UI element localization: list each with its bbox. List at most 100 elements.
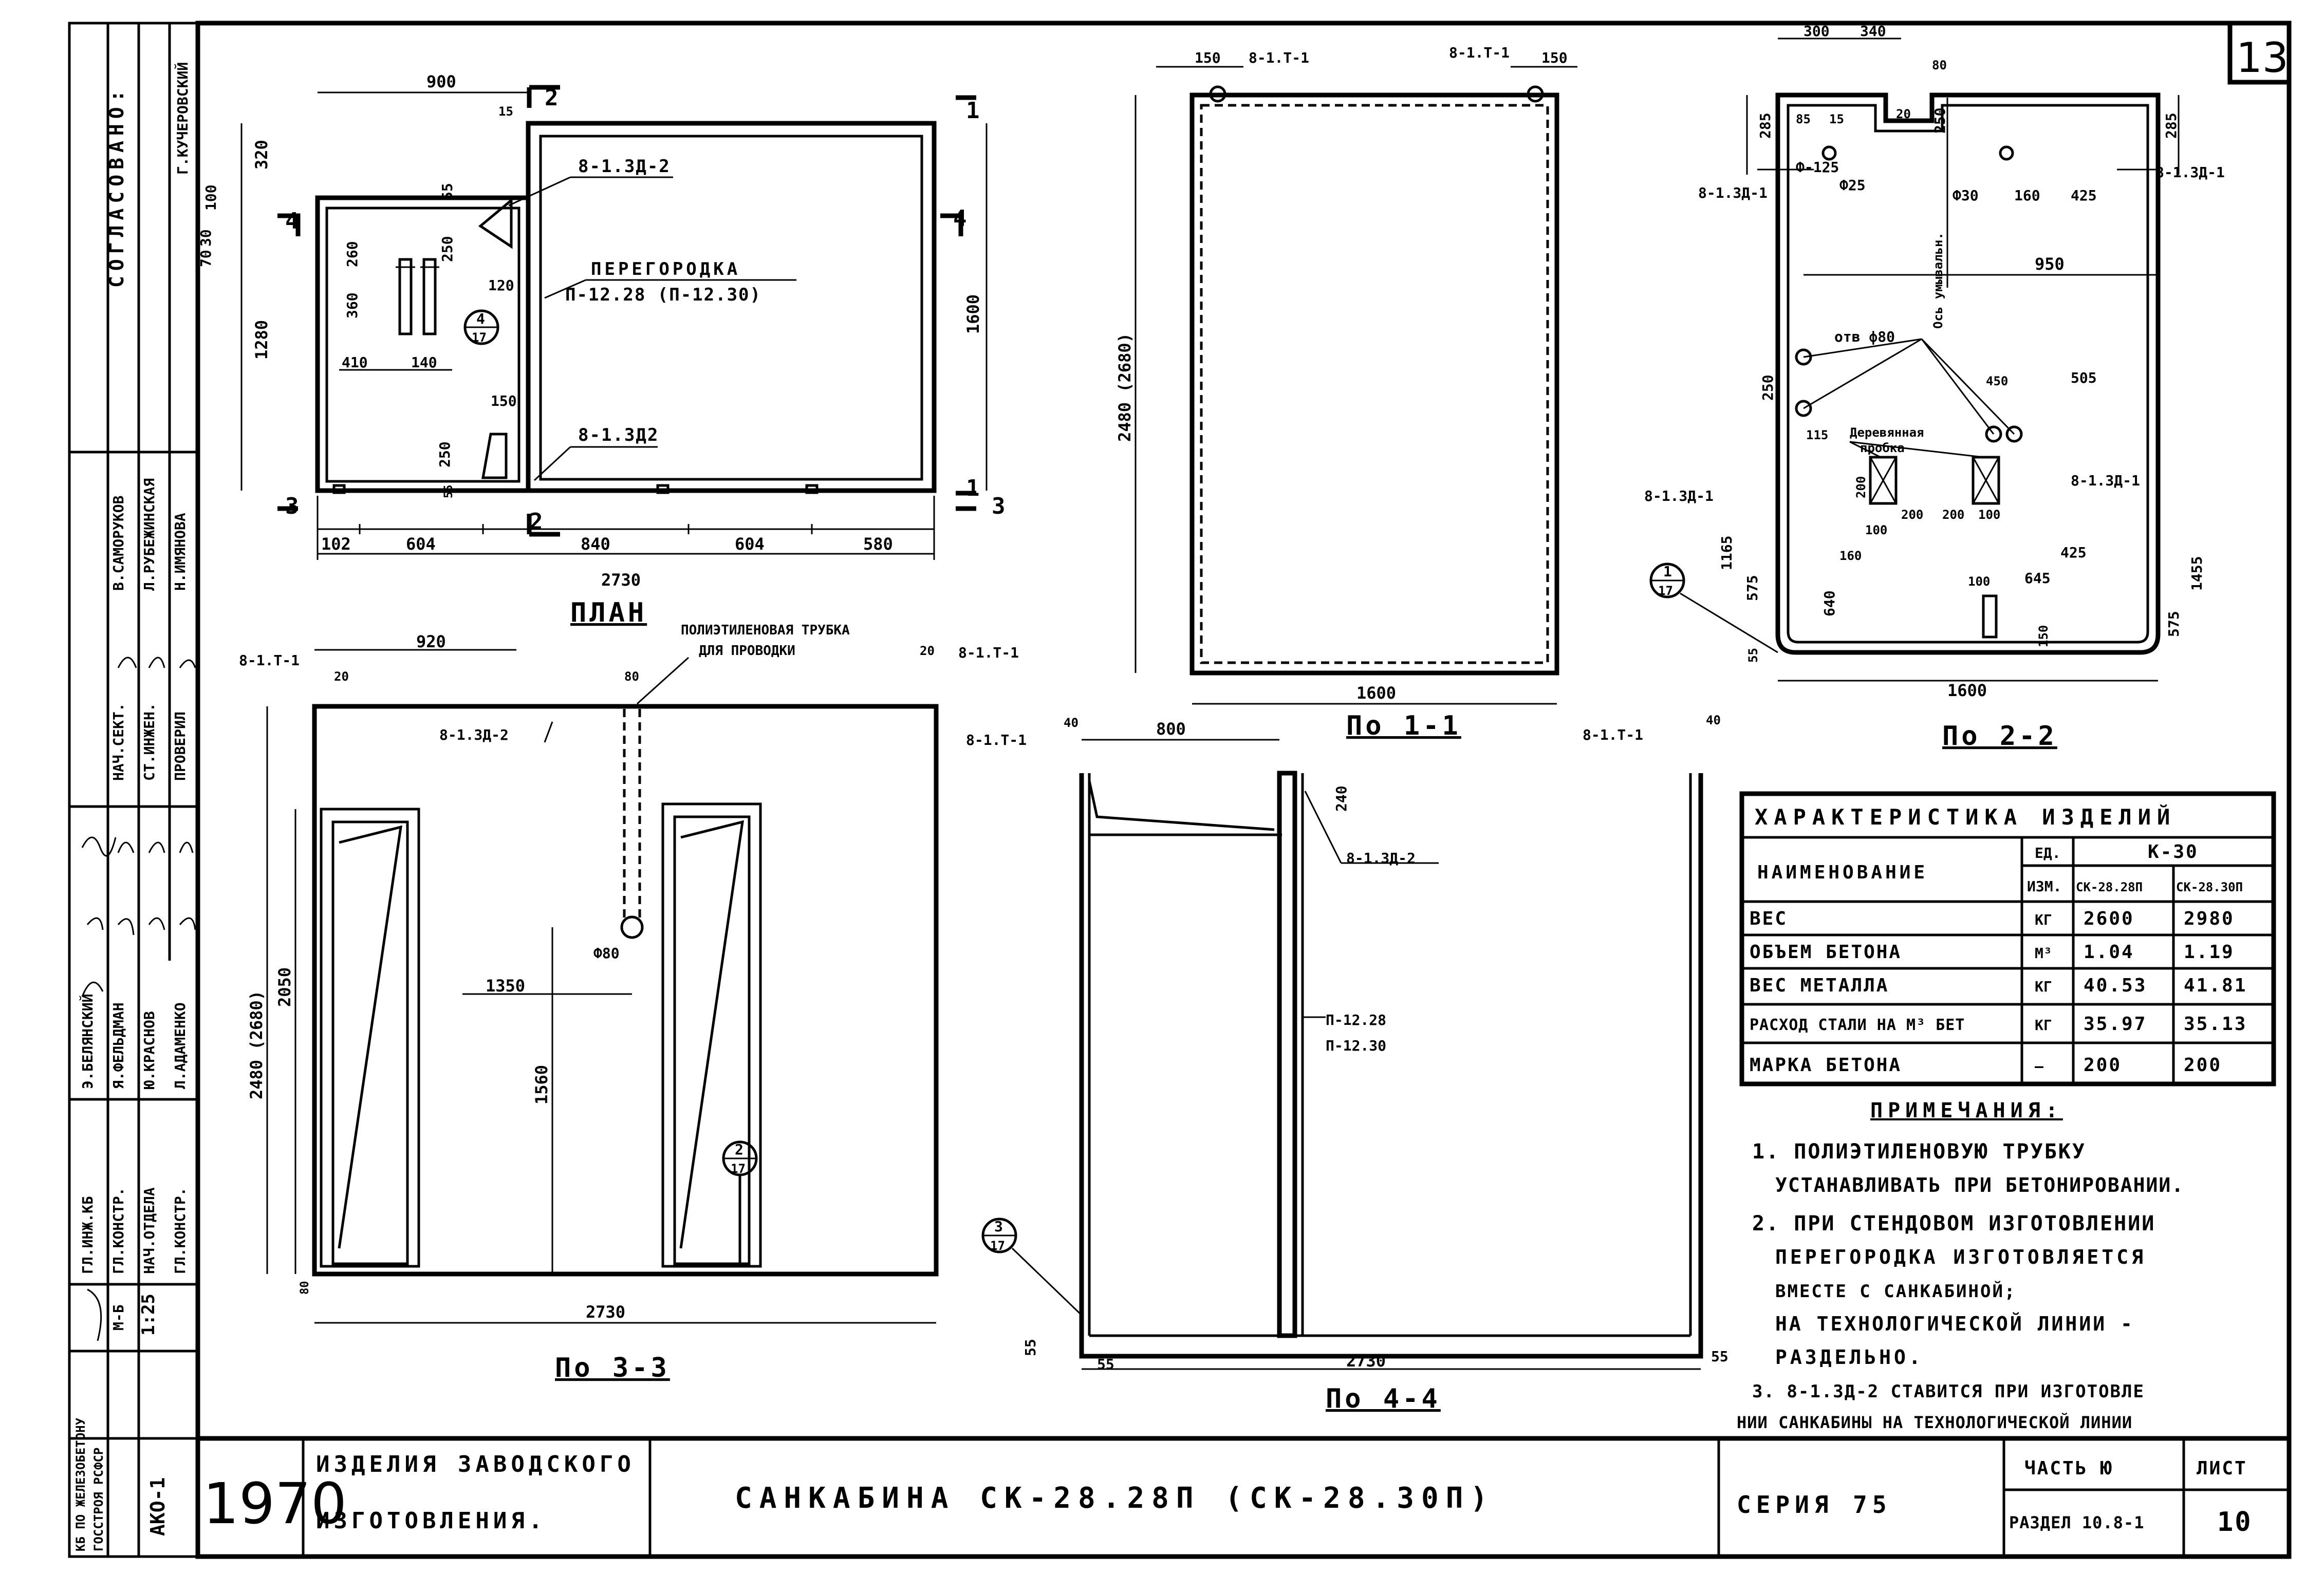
plan-section-4-left: 4: [285, 208, 299, 234]
v22-width: 1600: [1947, 681, 1987, 700]
v22-phi25: Ф25: [1839, 177, 1866, 194]
v22-d1165: 1165: [1718, 536, 1735, 570]
v22-d15: 15: [1829, 112, 1844, 126]
v44-d40a: 40: [1064, 716, 1079, 730]
stamp-person-3: Ю.КРАСНОВ: [141, 1011, 158, 1089]
plan-dim-55b: 55: [442, 485, 455, 499]
stamp-agreed-name: Г.КУЧЕРОВСКИЙ: [174, 62, 191, 175]
stamp-org-1: КБ ПО ЖЕЛЕЗОБЕТОНУ: [73, 1417, 88, 1551]
plan-callout-zd2-bot: 8-1.ЗД2: [578, 425, 659, 445]
spec-row-2-name: ОБЪЕМ БЕТОНА: [1750, 942, 1902, 963]
v22-d640: 640: [1821, 590, 1838, 616]
spec-col-name: НАИМЕНОВАНИЕ: [1757, 862, 1928, 883]
plan-dim-15: 15: [498, 104, 513, 119]
title-section: РАЗДЕЛ 10.8-1: [2009, 1513, 2144, 1532]
plan-section-3-right: 3: [992, 493, 1006, 519]
notes-title: ПРИМЕЧАНИЯ:: [1870, 1099, 2063, 1122]
spec-table: ХАРАКТЕРИСТИКА ИЗДЕЛИЙ НАИМЕНОВАНИЕ ЕД. …: [1739, 791, 2276, 1087]
v22-d425b: 425: [2060, 544, 2087, 561]
v22-zd1-tr: 8-1.ЗД-1: [2155, 164, 2225, 181]
title-sheet: 10: [2217, 1507, 2253, 1538]
v33-d20b: 20: [920, 644, 935, 658]
v22-d575b: 575: [2165, 611, 2182, 637]
stamp-scale-label: М-Б: [110, 1304, 127, 1331]
v33-callout-r: 8-1.Т-1: [958, 644, 1019, 661]
spec-title: ХАРАКТЕРИСТИКА ИЗДЕЛИЙ: [1755, 804, 2176, 830]
plan-section-2-top: 2: [545, 85, 559, 111]
v22-zd1-tl: 8-1.ЗД-1: [1698, 184, 1768, 201]
plan-dim-70: 70: [197, 250, 214, 267]
title-category-1: ИЗДЕЛИЯ ЗАВОДСКОГО: [316, 1451, 635, 1477]
v22-d115: 115: [1806, 428, 1828, 442]
spec-row-2-unit: М³: [2035, 945, 2052, 962]
spec-col-a: СК-28.28П: [2076, 880, 2143, 894]
v44-node-sheet: 17: [990, 1239, 1005, 1253]
spec-row-5-b: 200: [2184, 1055, 2222, 1076]
v33-tube-1: ПОЛИЭТИЛЕНОВАЯ ТРУБКА: [681, 623, 850, 638]
notes-line-2: УСТАНАВЛИВАТЬ ПРИ БЕТОНИРОВАНИИ.: [1775, 1174, 2184, 1196]
v33-node-num: 2: [735, 1141, 743, 1158]
v22-d160: 160: [2014, 187, 2040, 204]
plan-section-1-top: 1: [966, 98, 980, 124]
plan-dim-top: 900: [426, 72, 456, 91]
spec-row-3-unit: КГ: [2035, 978, 2052, 995]
v33-node-sheet: 17: [731, 1162, 746, 1176]
v44-d240: 240: [1333, 785, 1350, 812]
stamp-person-2-3: Н.ИМЯНОВА: [172, 513, 189, 591]
v22-phi125: Ф-125: [1796, 159, 1839, 176]
v33-width: 2730: [586, 1302, 625, 1322]
v33-hole: [620, 915, 644, 939]
v22-d55: 55: [1746, 648, 1760, 663]
plan-dim-b604b: 604: [735, 534, 765, 554]
v33-tube-2: ДЛЯ ПРОВОДКИ: [699, 643, 795, 659]
plan-view: 900 320 1280 1600 100 30 70 260 360 410 …: [197, 72, 1006, 628]
spec-col-b: СК-28.30П: [2176, 880, 2243, 894]
plan-dim-100: 100: [202, 184, 219, 211]
stamp-person-1: Э.БЕЛЯНСКИЙ: [79, 994, 96, 1089]
spec-row-1-unit: КГ: [2035, 911, 2052, 928]
plan-dim-55: 55: [439, 183, 456, 200]
plan-dim-b604a: 604: [406, 534, 436, 554]
v22-d645: 645: [2024, 570, 2051, 587]
view-4-4: 40 800 40 240 8-1.Т-1 8-1.Т-1 8-1.ЗД-2 П…: [966, 713, 1728, 1414]
plan-dim-left-mid: 1280: [252, 320, 271, 360]
v22-node-sheet: 17: [1658, 584, 1673, 598]
v11-height: 2480 (2680): [1115, 333, 1135, 442]
plan-dim-260: 260: [344, 241, 361, 267]
v33-d920: 920: [416, 632, 446, 651]
spec-row-3-b: 41.81: [2184, 975, 2247, 996]
sheet-number: 13: [2236, 34, 2289, 82]
notes-line-9: НИИ САНКАБИНЫ НА ТЕХНОЛОГИЧЕСКОЙ ЛИНИИ: [1737, 1413, 2132, 1432]
plan-section-3-left: 3: [285, 493, 299, 519]
plan-callout-zd2-top: 8-1.ЗД-2: [578, 156, 671, 177]
stamp-role-1: ГЛ.ИНЖ.КБ: [79, 1196, 96, 1274]
v44-d55c: 55: [1711, 1348, 1728, 1365]
v44-title: По 4-4: [1326, 1383, 1441, 1414]
v22-holes: отв ф80: [1834, 328, 1895, 345]
v22-d1455: 1455: [2188, 556, 2205, 591]
v11-callout-r: 8-1.Т-1: [1449, 44, 1510, 61]
v22-wood-1: Деревянная: [1850, 425, 1924, 440]
stamp-person-4: Л.АДАМЕНКО: [172, 1002, 189, 1089]
v22-d100: 100: [1865, 523, 1887, 537]
v44-d55a: 55: [1022, 1339, 1039, 1356]
plan-dim-150: 150: [491, 392, 517, 409]
spec-row-2-b: 1.19: [2184, 942, 2235, 963]
plan-section-4-right: 4: [953, 205, 967, 232]
title-part: ЧАСТЬ Ю: [2024, 1458, 2113, 1479]
v11-d150a: 150: [1195, 49, 1221, 66]
v22-d200: 200: [1854, 476, 1868, 498]
plan-dim-250b: 250: [436, 441, 453, 467]
v33-d1350: 1350: [486, 976, 525, 996]
title-sheet-label: ЛИСТ: [2197, 1458, 2247, 1479]
v22-title: По 2-2: [1942, 721, 2057, 752]
title-block-frame: [195, 1436, 2292, 1559]
v44-d40b: 40: [1706, 713, 1721, 727]
plan-dim-140: 140: [411, 354, 437, 371]
v33-zd2: 8-1.ЗД-2: [439, 726, 509, 743]
spec-row-4-name: РАСХОД СТАЛИ НА М³ БЕТ: [1750, 1016, 1965, 1034]
stamp-role-4: ГЛ.КОНСТР.: [172, 1187, 189, 1274]
plan-dim-250a: 250: [439, 236, 456, 262]
v22-d505: 505: [2071, 369, 2097, 386]
